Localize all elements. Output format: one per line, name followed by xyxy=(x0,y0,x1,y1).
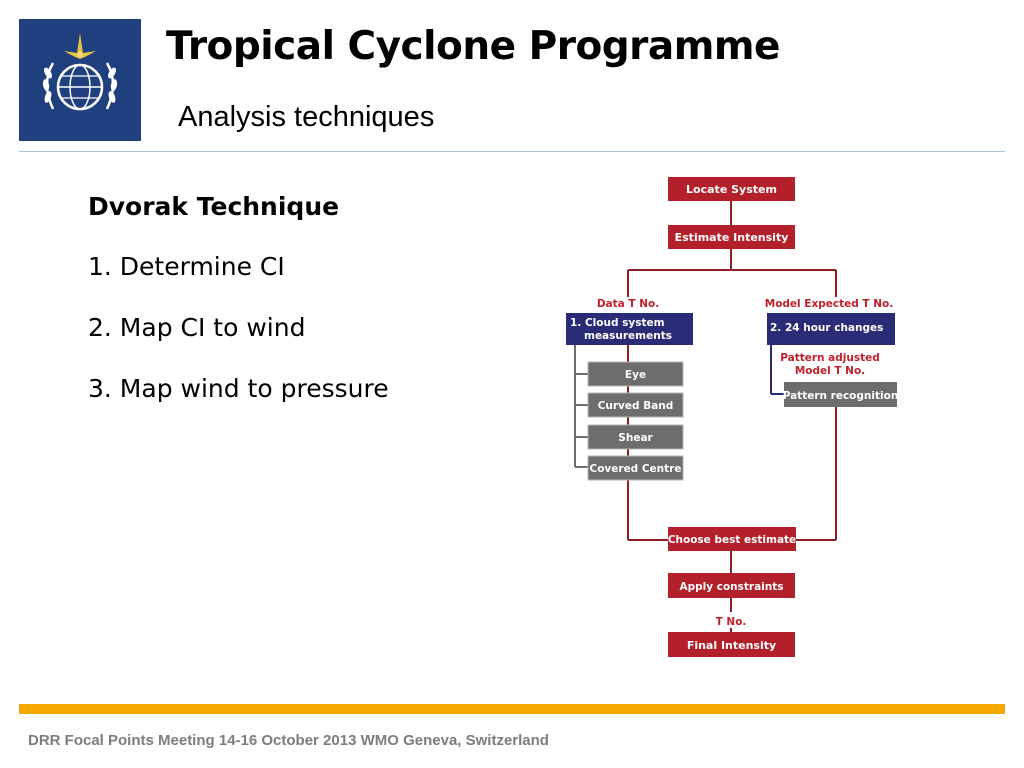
final-intensity-label: Final Intensity xyxy=(687,639,776,652)
choose-best-estimate-label: Choose best estimate xyxy=(668,534,796,546)
model-expected-t-label: Model Expected T No. xyxy=(765,298,893,310)
choose-best-estimate-box xyxy=(668,527,796,551)
estimate-intensity-label: Estimate Intensity xyxy=(675,231,789,244)
covered-centre-label: Covered Centre xyxy=(590,463,682,475)
shear-label: Shear xyxy=(618,432,653,444)
technique-heading: Dvorak Technique xyxy=(88,192,340,221)
hour-changes-box xyxy=(767,313,895,345)
technique-list: Dvorak Technique 1. Determine CI 2. Map … xyxy=(88,188,389,409)
wmo-emblem-icon xyxy=(42,33,118,111)
locate-system-label: Locate System xyxy=(686,183,777,196)
pattern-adjusted-label-line1: Pattern adjusted xyxy=(780,352,880,364)
pattern-recognition-box xyxy=(784,382,897,407)
wmo-logo xyxy=(19,19,141,141)
curved-band-label: Curved Band xyxy=(598,400,674,412)
cloud-system-label-line2: measurements xyxy=(584,330,672,342)
pattern-recognition-label: Pattern recognition xyxy=(783,390,899,402)
eye-box xyxy=(587,361,684,387)
apply-constraints-label: Apply constraints xyxy=(679,581,783,593)
cloud-system-box xyxy=(566,313,693,345)
measurement-bracket xyxy=(574,345,588,468)
shear-box xyxy=(587,424,684,450)
estimate-intensity-box xyxy=(668,225,795,249)
apply-constraints-box xyxy=(668,573,795,598)
pattern-bracket xyxy=(770,345,784,395)
pattern-adjusted-label-line2: Model T No. xyxy=(795,365,865,377)
page-subtitle: Analysis techniques xyxy=(178,101,435,133)
step-item-1: 1. Determine CI xyxy=(88,252,285,281)
header-divider xyxy=(19,151,1005,152)
data-t-number-label: Data T No. xyxy=(597,298,659,310)
cloud-system-label-line1: 1. Cloud system xyxy=(570,317,665,329)
page-title: Tropical Cyclone Programme xyxy=(166,24,780,69)
curved-band-box xyxy=(587,392,684,418)
footer-accent-bar xyxy=(19,704,1005,714)
t-number-label: T No. xyxy=(716,616,747,628)
hour-changes-label: 2. 24 hour changes xyxy=(770,322,883,334)
eye-label: Eye xyxy=(625,369,646,381)
locate-system-box xyxy=(668,177,795,201)
footer-text: DRR Focal Points Meeting 14-16 October 2… xyxy=(28,732,549,749)
final-intensity-box xyxy=(668,632,795,657)
step-item-3: 3. Map wind to pressure xyxy=(88,374,389,403)
covered-centre-box xyxy=(587,455,684,481)
step-item-2: 2. Map CI to wind xyxy=(88,313,306,342)
